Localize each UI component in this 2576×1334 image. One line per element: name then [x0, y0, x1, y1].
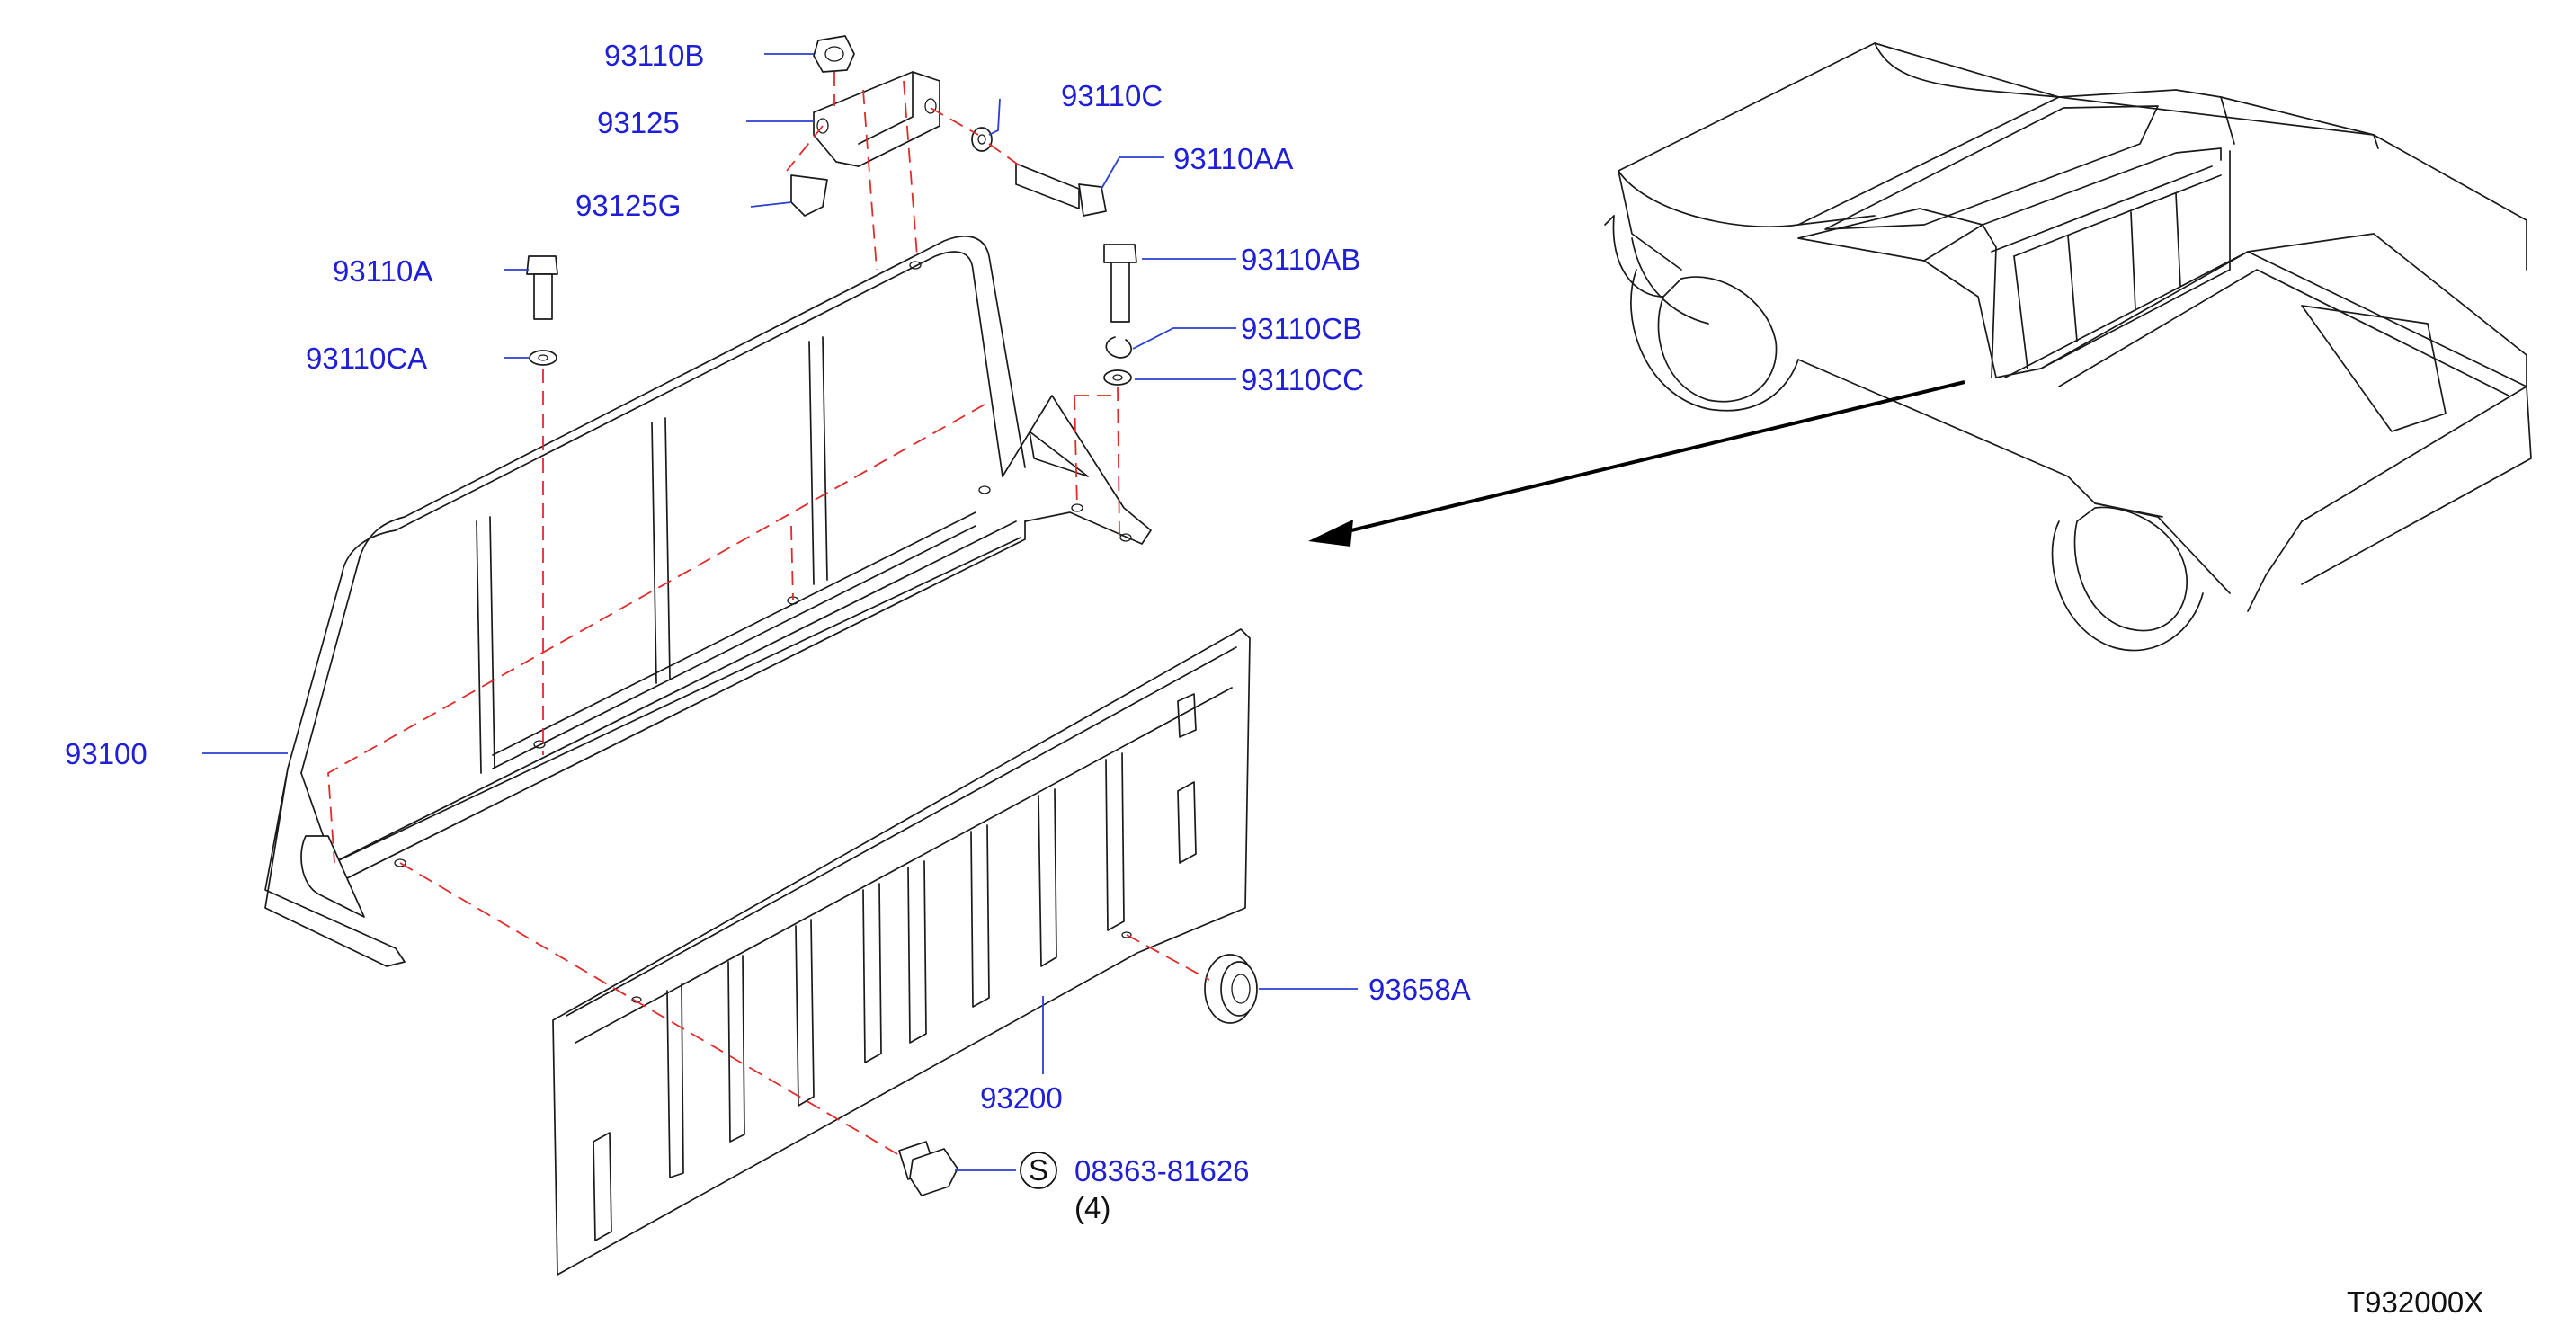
part-labels: 93110B 93125 93125G 93110C 93110AA 93110…: [65, 39, 2483, 1319]
diagram-code: T932000X: [2347, 1285, 2483, 1319]
label-93110CA: 93110CA: [306, 342, 427, 375]
label-93200: 93200: [980, 1081, 1063, 1115]
hardware-drawings: [526, 35, 1258, 1196]
label-08363-81626: 08363-81626: [1074, 1154, 1250, 1187]
rack-93100-drawing: [264, 236, 1152, 967]
quantity-label: (4): [1074, 1191, 1110, 1224]
label-93110C: 93110C: [1061, 79, 1163, 112]
truck-illustration: [1604, 42, 2532, 652]
reference-arrow: [1308, 380, 1965, 547]
label-93110AA: 93110AA: [1173, 142, 1293, 175]
label-93125: 93125: [597, 106, 680, 139]
s-mark: S: [1029, 1153, 1048, 1187]
label-93110B: 93110B: [604, 39, 704, 72]
label-93100: 93100: [65, 737, 147, 770]
leader-lines: [202, 53, 1358, 1171]
label-93110CB: 93110CB: [1241, 312, 1362, 345]
assembly-guides: [327, 72, 1210, 1156]
label-93110AB: 93110AB: [1241, 243, 1360, 276]
label-93658A: 93658A: [1368, 973, 1471, 1006]
label-93110A: 93110A: [333, 254, 432, 288]
standard-part-mark: S: [1020, 1152, 1057, 1189]
panel-93200-drawing: [552, 628, 1251, 1276]
label-93125G: 93125G: [575, 189, 681, 222]
label-93110CC: 93110CC: [1241, 363, 1364, 396]
